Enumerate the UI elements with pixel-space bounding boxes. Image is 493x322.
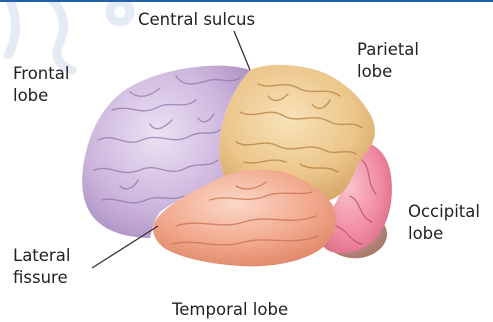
temporal-lobe-label: Temporal lobe [172,299,288,321]
occipital-lobe-label-line1: Occipital [408,201,480,223]
lateral-fissure-label: Lateral fissure [13,245,70,289]
watermark-logo [8,0,130,70]
parietal-lobe-label-line2: lobe [357,61,419,83]
occipital-lobe-label-line2: lobe [408,223,480,245]
lateral-fissure-label-line2: fissure [13,267,70,289]
frontal-lobe-label: Frontal lobe [13,63,69,107]
central-sulcus-leader-line [234,31,250,70]
central-sulcus-label: Central sulcus [138,9,255,31]
parietal-lobe-label-line1: Parietal [357,39,419,61]
top-rule [0,0,493,2]
occipital-lobe-label: Occipital lobe [408,201,480,245]
lateral-fissure-label-line1: Lateral [13,245,70,267]
frontal-lobe-label-line2: lobe [13,85,69,107]
frontal-lobe-label-line1: Frontal [13,63,69,85]
parietal-lobe-label: Parietal lobe [357,39,419,83]
